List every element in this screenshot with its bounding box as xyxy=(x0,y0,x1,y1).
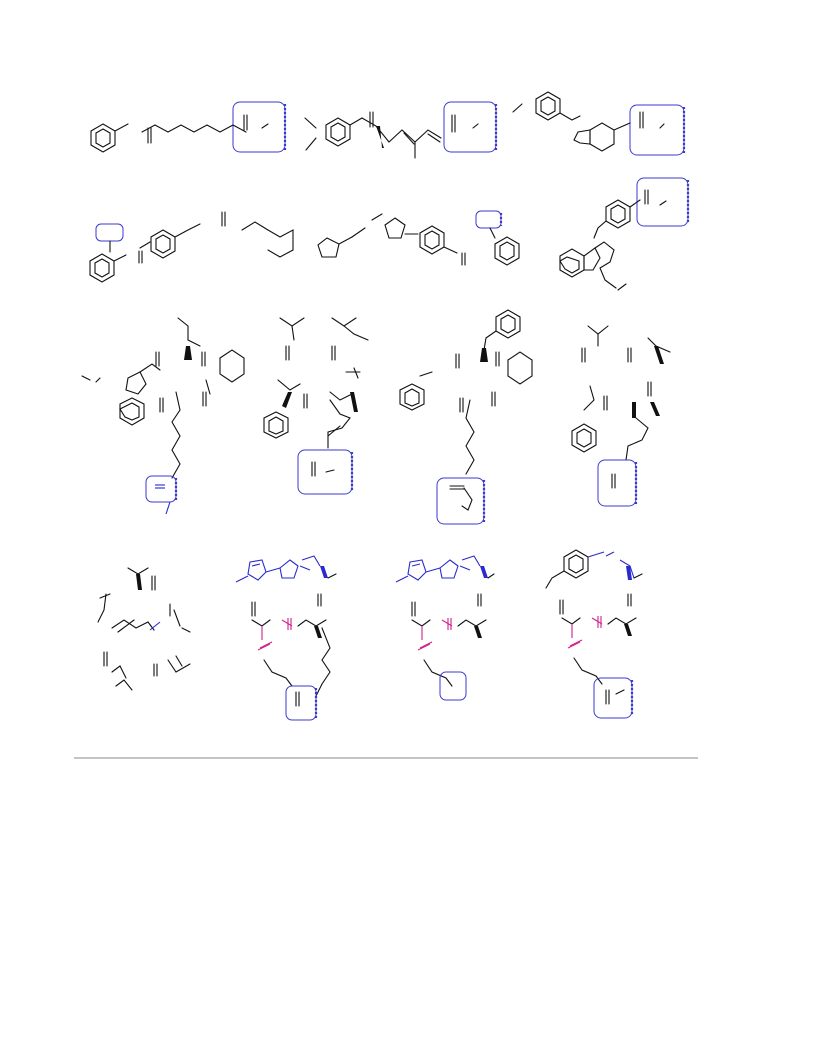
molecule-r4c4 xyxy=(545,549,643,719)
molecule-r2c3 xyxy=(559,177,690,291)
molecule-r2c1 xyxy=(89,211,294,283)
molecule-r2c2 xyxy=(317,210,520,266)
molecule-r1c1 xyxy=(90,101,287,153)
molecule-r3c2 xyxy=(263,317,369,495)
molecule-r3c1 xyxy=(81,317,245,515)
molecule-r4c1 xyxy=(97,567,191,691)
molecule-r3c3 xyxy=(399,309,533,525)
molecule-r1c3 xyxy=(512,91,686,156)
molecule-r1c2 xyxy=(304,101,498,159)
molecule-r4c2 xyxy=(235,555,337,721)
molecule-r3c4 xyxy=(571,325,671,507)
molecule-r4c3 xyxy=(395,555,495,701)
